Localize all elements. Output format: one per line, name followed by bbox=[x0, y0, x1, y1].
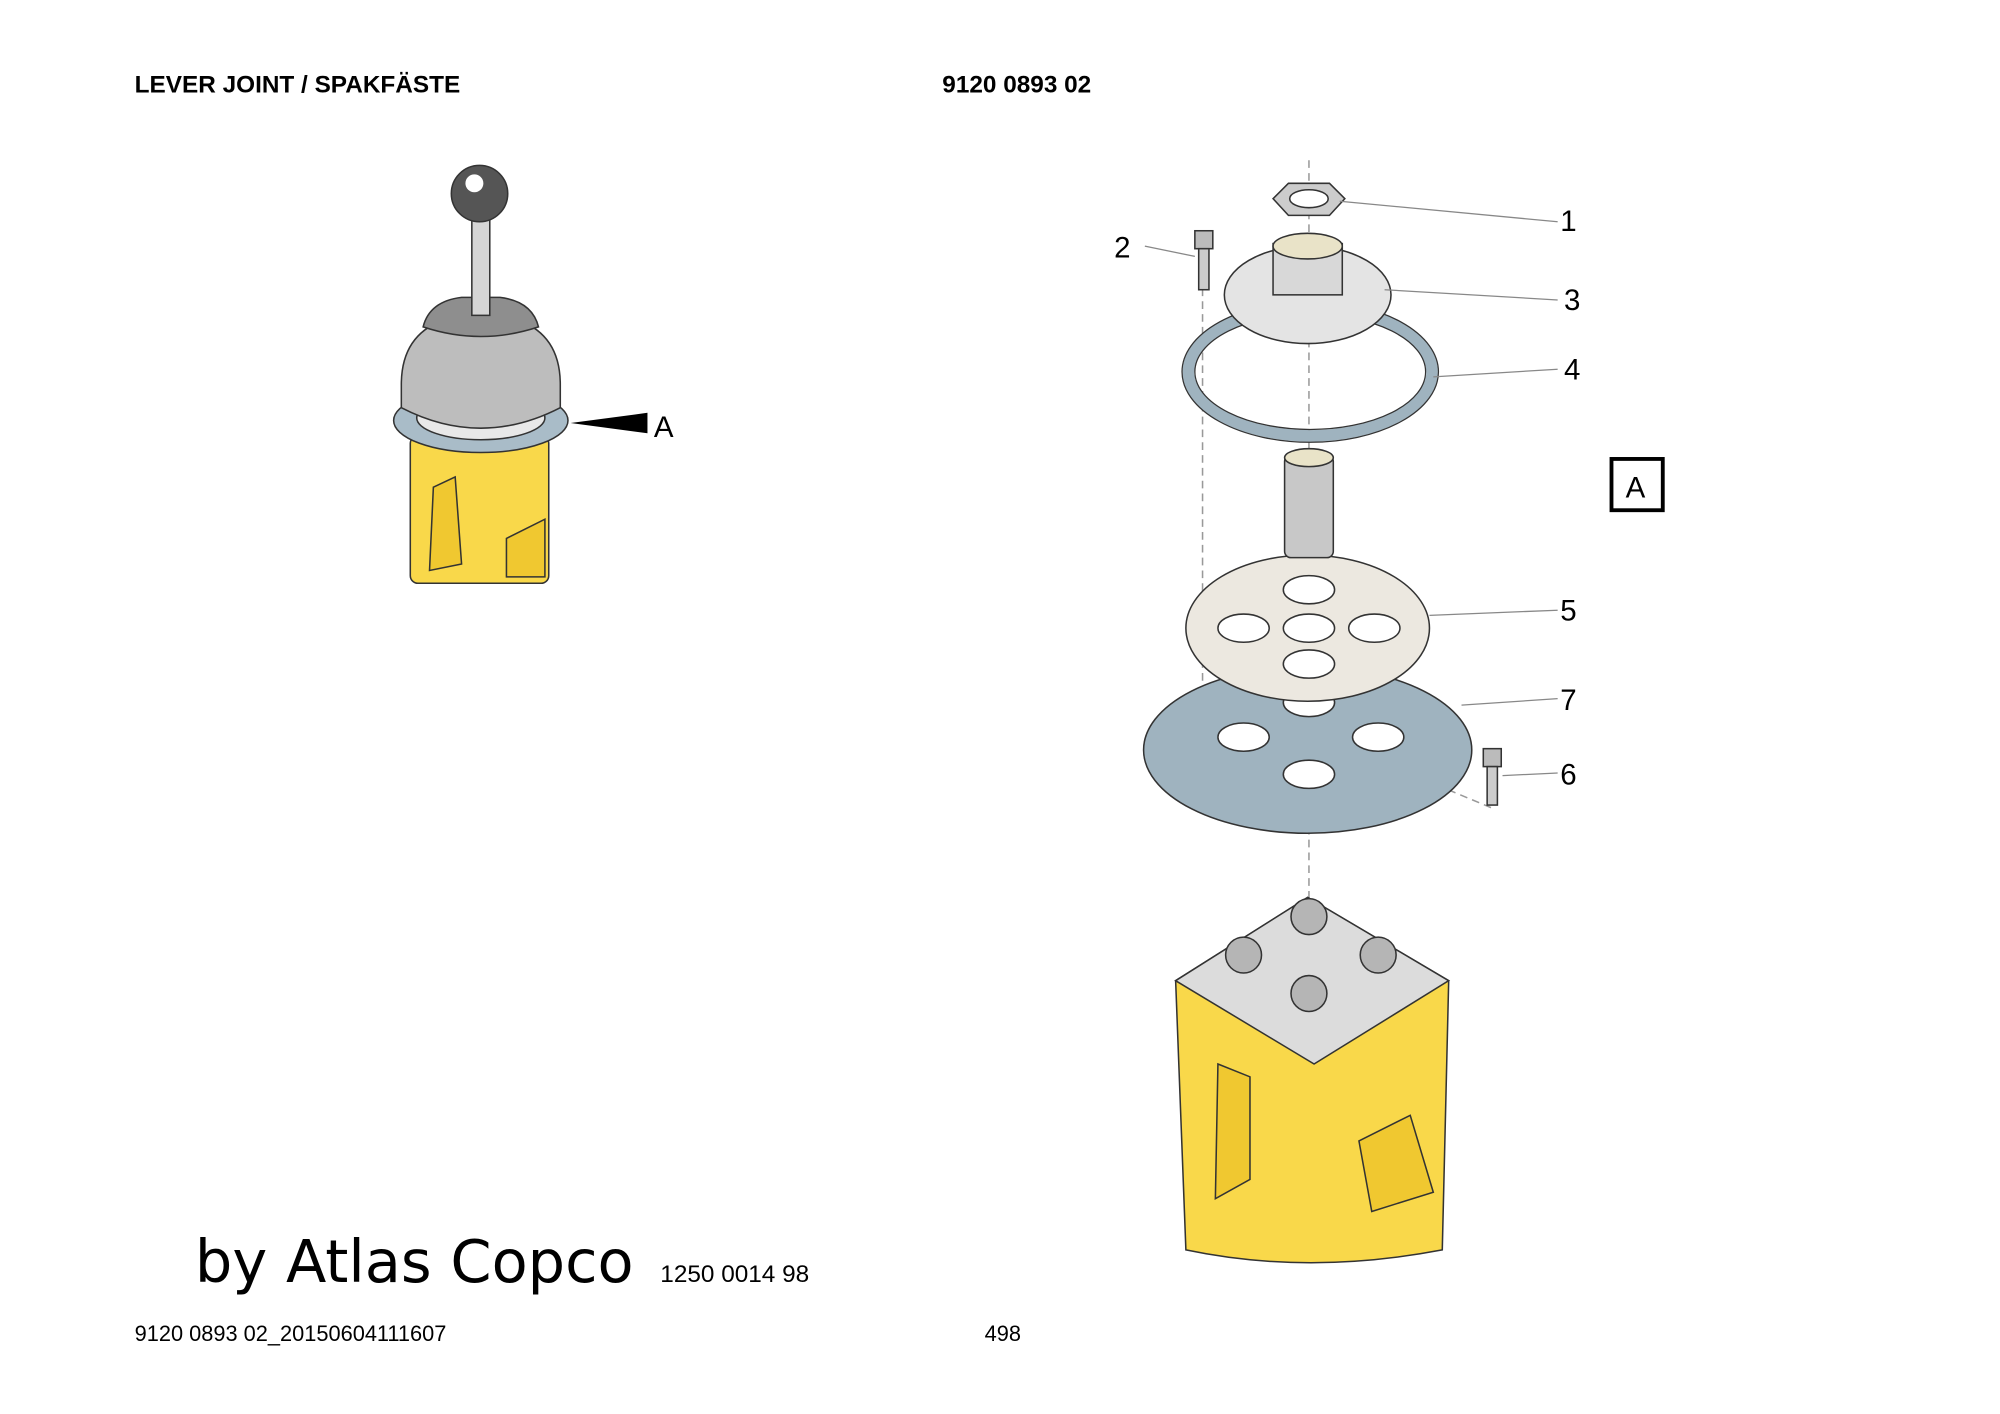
callout-5: 5 bbox=[1560, 594, 1576, 627]
callout-6: 6 bbox=[1560, 759, 1576, 792]
drawing-number: 1250 0014 98 bbox=[660, 1261, 809, 1288]
document-id: 9120 0893 02_20150604111607 bbox=[135, 1321, 447, 1346]
callout-4: 4 bbox=[1564, 353, 1580, 386]
joystick-overview-illustration bbox=[392, 164, 648, 585]
callout-2: 2 bbox=[1114, 232, 1130, 265]
detail-arrow-icon bbox=[570, 412, 648, 434]
detail-box bbox=[1609, 457, 1665, 513]
watermark: by Atlas Copco bbox=[195, 1227, 634, 1296]
callout-3: 3 bbox=[1564, 284, 1580, 317]
detail-box-label: A bbox=[1626, 471, 1646, 504]
page-title: LEVER JOINT / SPAKFÄSTE bbox=[135, 71, 461, 98]
callout-1: 1 bbox=[1560, 205, 1576, 238]
exploded-view-illustration bbox=[1142, 160, 1558, 1264]
part-number: 9120 0893 02 bbox=[942, 71, 1091, 98]
detail-label: A bbox=[654, 411, 674, 444]
page-number: 498 bbox=[985, 1321, 1021, 1346]
callout-7: 7 bbox=[1560, 684, 1576, 717]
